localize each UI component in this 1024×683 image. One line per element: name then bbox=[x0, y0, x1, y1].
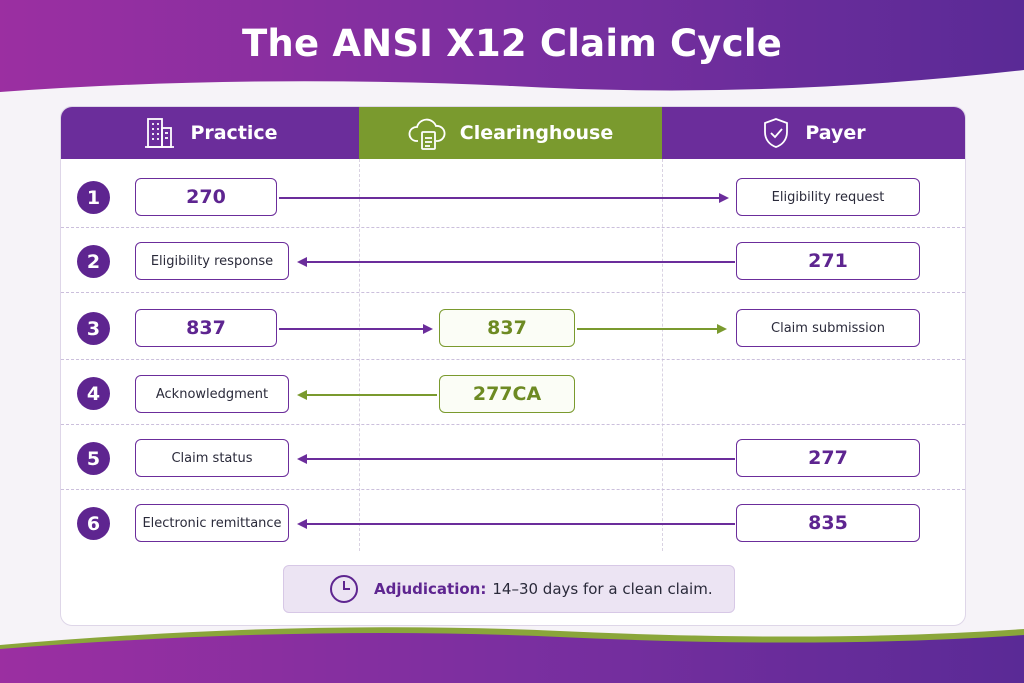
row-divider bbox=[61, 489, 965, 490]
cloud-document-icon bbox=[408, 118, 446, 150]
clearinghouse-box: 837 bbox=[439, 309, 575, 347]
row-divider bbox=[61, 292, 965, 293]
note-text: 14–30 days for a clean claim. bbox=[492, 580, 713, 598]
step-number: 4 bbox=[77, 377, 110, 410]
clock-icon bbox=[330, 575, 358, 603]
footer-wave bbox=[0, 627, 1024, 683]
step-number: 2 bbox=[77, 245, 110, 278]
practice-box: 270 bbox=[135, 178, 277, 216]
payer-box: 835 bbox=[736, 504, 920, 542]
column-header-payer: Payer bbox=[662, 107, 965, 159]
arrows-layer bbox=[279, 193, 735, 529]
practice-box: Acknowledgment bbox=[135, 375, 289, 413]
practice-box: Electronic remittance bbox=[135, 504, 289, 542]
header-banner bbox=[0, 0, 1024, 92]
column-header-clearinghouse: Clearinghouse bbox=[359, 107, 662, 159]
column-label-payer: Payer bbox=[805, 122, 866, 144]
row-divider bbox=[61, 227, 965, 228]
step-number: 6 bbox=[77, 507, 110, 540]
step-number: 3 bbox=[77, 312, 110, 345]
column-header-practice: Practice bbox=[61, 107, 359, 159]
clearinghouse-box: 277CA bbox=[439, 375, 575, 413]
column-label-practice: Practice bbox=[190, 122, 278, 144]
page-title: The ANSI X12 Claim Cycle bbox=[241, 22, 783, 65]
payer-box: 277 bbox=[736, 439, 920, 477]
row-divider bbox=[61, 359, 965, 360]
practice-box: 837 bbox=[135, 309, 277, 347]
column-divider bbox=[359, 159, 360, 551]
practice-box: Eligibility response bbox=[135, 242, 289, 280]
adjudication-note: Adjudication: 14–30 days for a clean cla… bbox=[283, 565, 735, 613]
note-label: Adjudication: bbox=[374, 580, 487, 598]
payer-box: Claim submission bbox=[736, 309, 920, 347]
payer-box: 271 bbox=[736, 242, 920, 280]
column-label-clearinghouse: Clearinghouse bbox=[459, 122, 614, 144]
row-divider bbox=[61, 424, 965, 425]
building-icon bbox=[145, 118, 175, 148]
column-divider bbox=[662, 159, 663, 551]
step-number: 5 bbox=[77, 442, 110, 475]
shield-check-icon bbox=[764, 118, 789, 148]
claim-cycle-panel: Practice Clearinghouse Payer bbox=[60, 106, 966, 626]
step-number: 1 bbox=[77, 181, 110, 214]
practice-box: Claim status bbox=[135, 439, 289, 477]
payer-box: Eligibility request bbox=[736, 178, 920, 216]
